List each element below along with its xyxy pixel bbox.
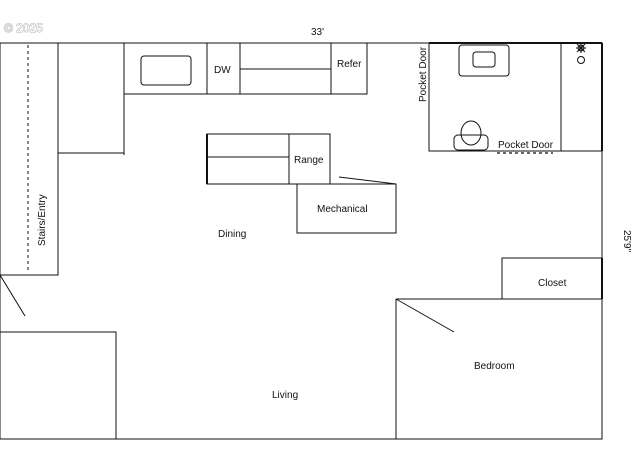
bathroom [428,42,603,152]
shower-fixture-icon [576,43,586,64]
bottom-left-room [0,331,117,440]
range-label: Range [294,155,324,166]
stairs-wall [0,42,59,276]
bath-sink-inner [472,51,496,68]
bath-sink-outer [458,44,510,77]
refer-label: Refer [337,59,362,70]
pocket-door-horizontal-label: Pocket Door [498,140,554,151]
watermark: © 2025 [4,21,43,35]
bedroom-label: Bedroom [474,361,515,372]
dining-label: Dining [218,229,246,240]
outer-wall [0,42,603,440]
bedroom-door-swing [395,298,455,333]
width-dimension: 33' [311,27,324,38]
kitchen-counter [123,42,368,95]
kitchen-sink [140,55,192,86]
toilet-bowl [460,120,482,146]
mechanical-label: Mechanical [317,204,368,215]
living-label: Living [272,390,298,401]
depth-dimension: 25'9" [621,230,632,253]
mechanical-room [296,183,397,234]
pocket-door-vertical-label: Pocket Door [418,46,429,102]
mechanical-door-swing [338,176,397,185]
stairs-label: Stairs/Entry [37,194,48,246]
toilet-tank [453,134,489,151]
entry-door-swing [0,274,26,317]
dw-label: DW [214,65,231,76]
closet-label: Closet [538,278,567,289]
